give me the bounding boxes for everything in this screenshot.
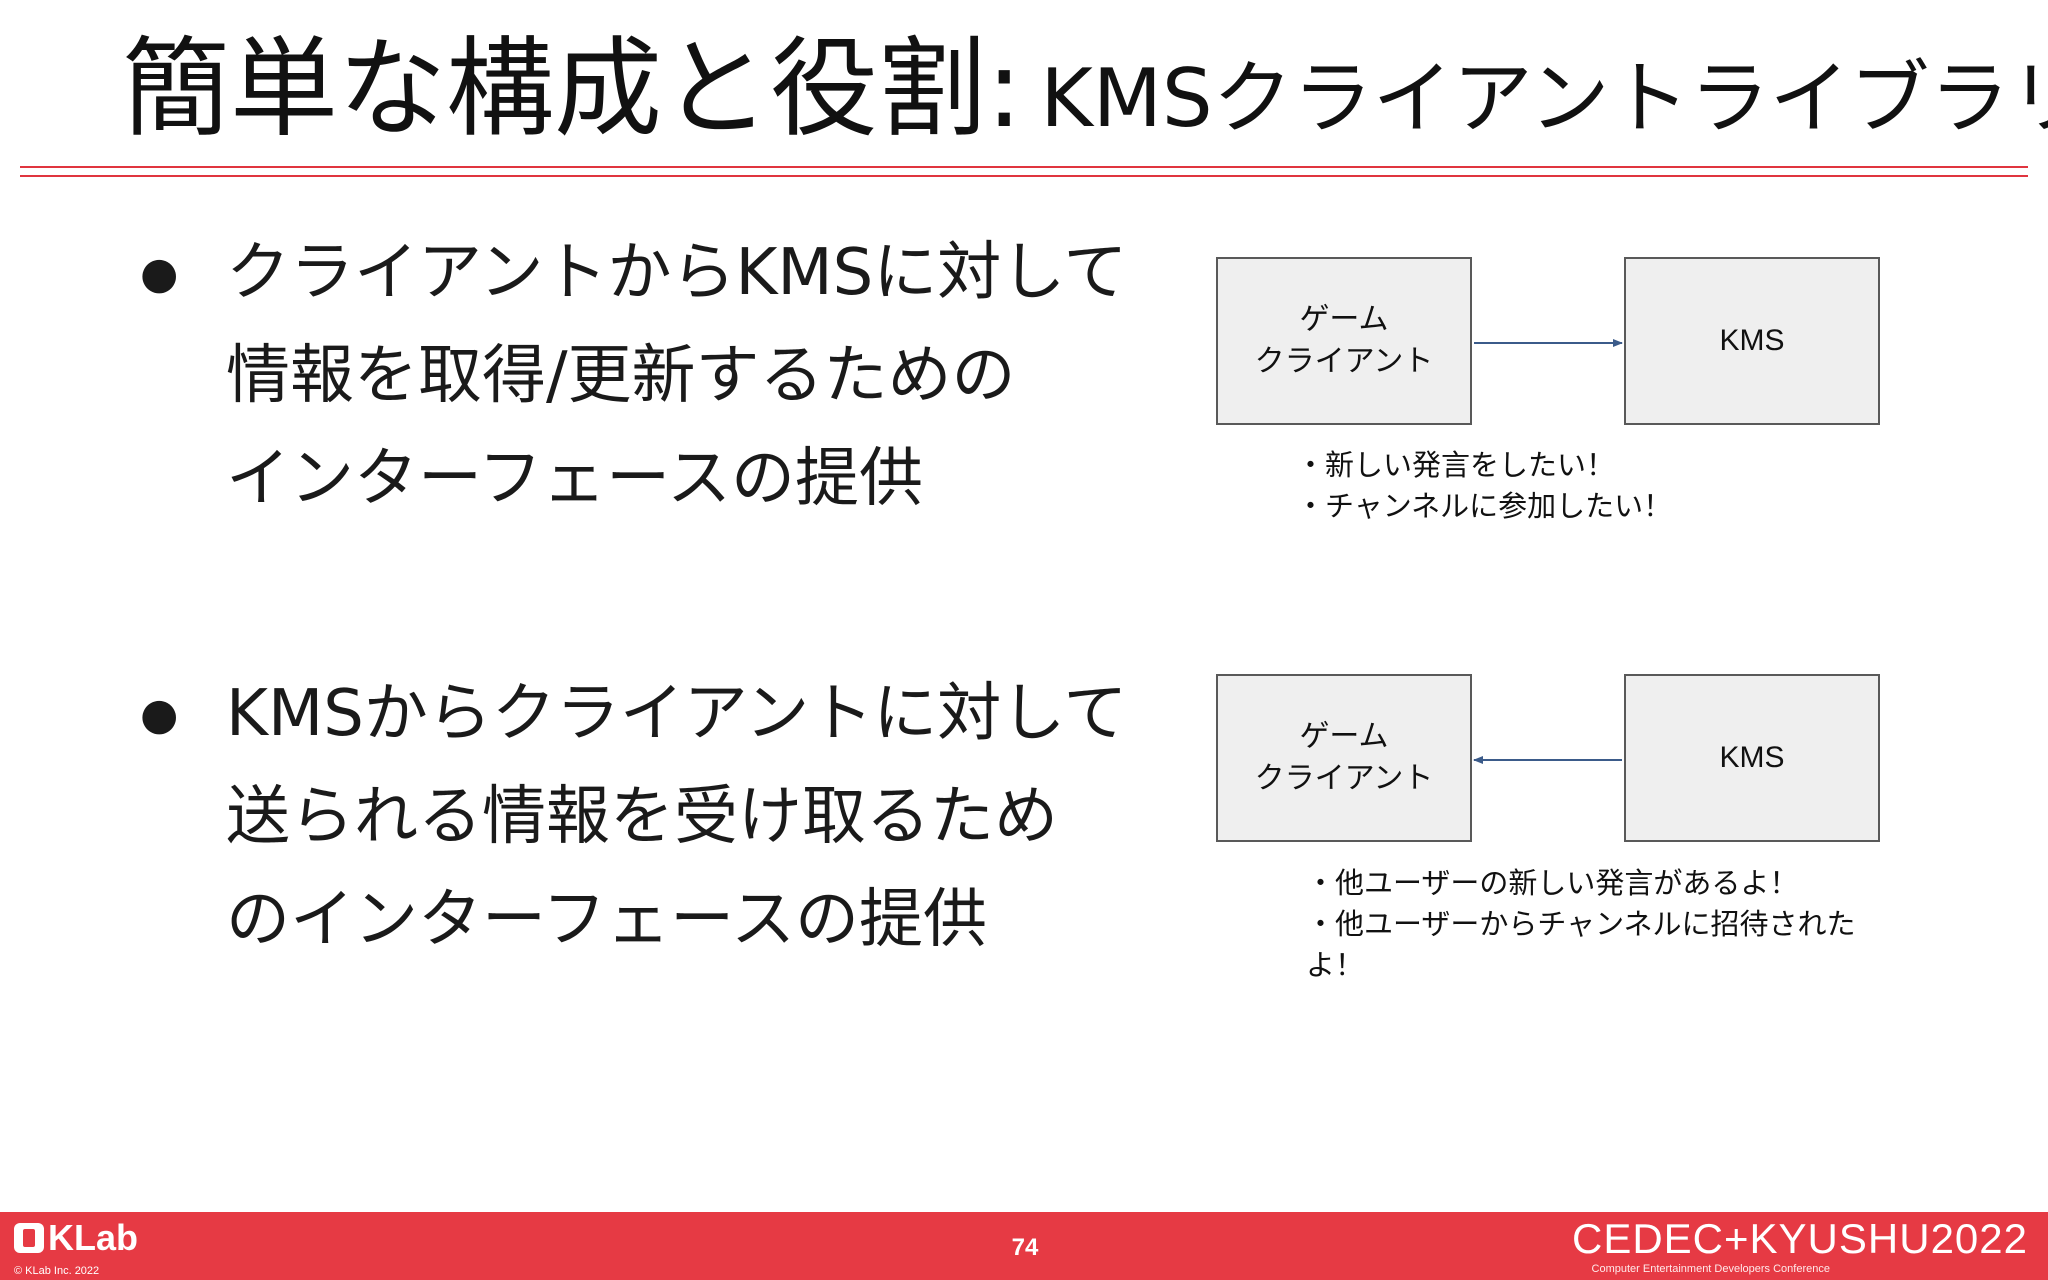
box-label: KMS bbox=[1719, 324, 1785, 357]
page-number: 74 bbox=[1011, 1234, 1039, 1261]
copyright: © KLab Inc. 2022 bbox=[14, 1265, 100, 1277]
title-sub: KMSクライアントライブラリ bbox=[1040, 52, 2048, 145]
game-client-box: ゲーム クライアント bbox=[1216, 674, 1472, 842]
note-line: ・他ユーザーからチャンネルに招待された bbox=[1306, 909, 1856, 941]
klab-logo-text: KLab bbox=[48, 1217, 138, 1258]
box-label-line: クライアント bbox=[1254, 345, 1434, 378]
klab-logo: KLab bbox=[14, 1218, 138, 1258]
slide-title: 簡単な構成と役割:KMSクライアントライブラリ bbox=[122, 27, 2048, 152]
box-label-line: ゲーム bbox=[1299, 303, 1389, 336]
note-line: ・新しい発言をしたい！ bbox=[1296, 450, 1616, 482]
game-client-box: ゲーム クライアント bbox=[1216, 257, 1472, 425]
bullet-text: KMSからクライアントに対して 送られる情報を受け取るため のインターフェースの… bbox=[226, 663, 1127, 972]
bullet-line: のインターフェースの提供 bbox=[226, 883, 987, 957]
bullet-line: 情報を取得/更新するための bbox=[226, 339, 1016, 413]
note-line: よ！ bbox=[1306, 950, 1365, 982]
box-label: KMS bbox=[1719, 741, 1785, 774]
box-label-line: ゲーム bbox=[1299, 720, 1389, 753]
diagram-notes: ・他ユーザーの新しい発言があるよ！ ・他ユーザーからチャンネルに招待された よ！ bbox=[1306, 864, 1856, 987]
diagram-notes: ・新しい発言をしたい！ ・チャンネルに参加したい！ bbox=[1296, 446, 1672, 528]
kms-server-box: KMS bbox=[1624, 674, 1880, 842]
title-main: 簡単な構成と役割: bbox=[122, 27, 1023, 152]
box-label-line: クライアント bbox=[1254, 762, 1434, 795]
bullet-dot: ● bbox=[140, 689, 179, 740]
cedec-kyushu-logo: CEDEC+KYUSHU2022 bbox=[1571, 1215, 2028, 1262]
cedec-tagline: Computer Entertainment Developers Confer… bbox=[1591, 1263, 1830, 1275]
title-divider-bottom bbox=[20, 175, 2028, 177]
bullet-line: クライアントからKMSに対して bbox=[226, 236, 1128, 310]
bullet-line: KMSからクライアントに対して bbox=[226, 677, 1128, 751]
bullet-line: 送られる情報を受け取るため bbox=[226, 780, 1058, 854]
bullet-dot: ● bbox=[140, 248, 179, 299]
bullet-line: インターフェースの提供 bbox=[226, 442, 923, 516]
kms-server-box: KMS bbox=[1624, 257, 1880, 425]
title-divider-top bbox=[20, 166, 2028, 168]
note-line: ・他ユーザーの新しい発言があるよ！ bbox=[1306, 868, 1799, 900]
bullet-text: クライアントからKMSに対して 情報を取得/更新するための インターフェースの提… bbox=[226, 222, 1127, 531]
note-line: ・チャンネルに参加したい！ bbox=[1296, 491, 1673, 523]
klab-logo-icon bbox=[14, 1223, 44, 1253]
footer-bar: KLab © KLab Inc. 2022 74 CEDEC+KYUSHU202… bbox=[0, 1212, 2048, 1280]
